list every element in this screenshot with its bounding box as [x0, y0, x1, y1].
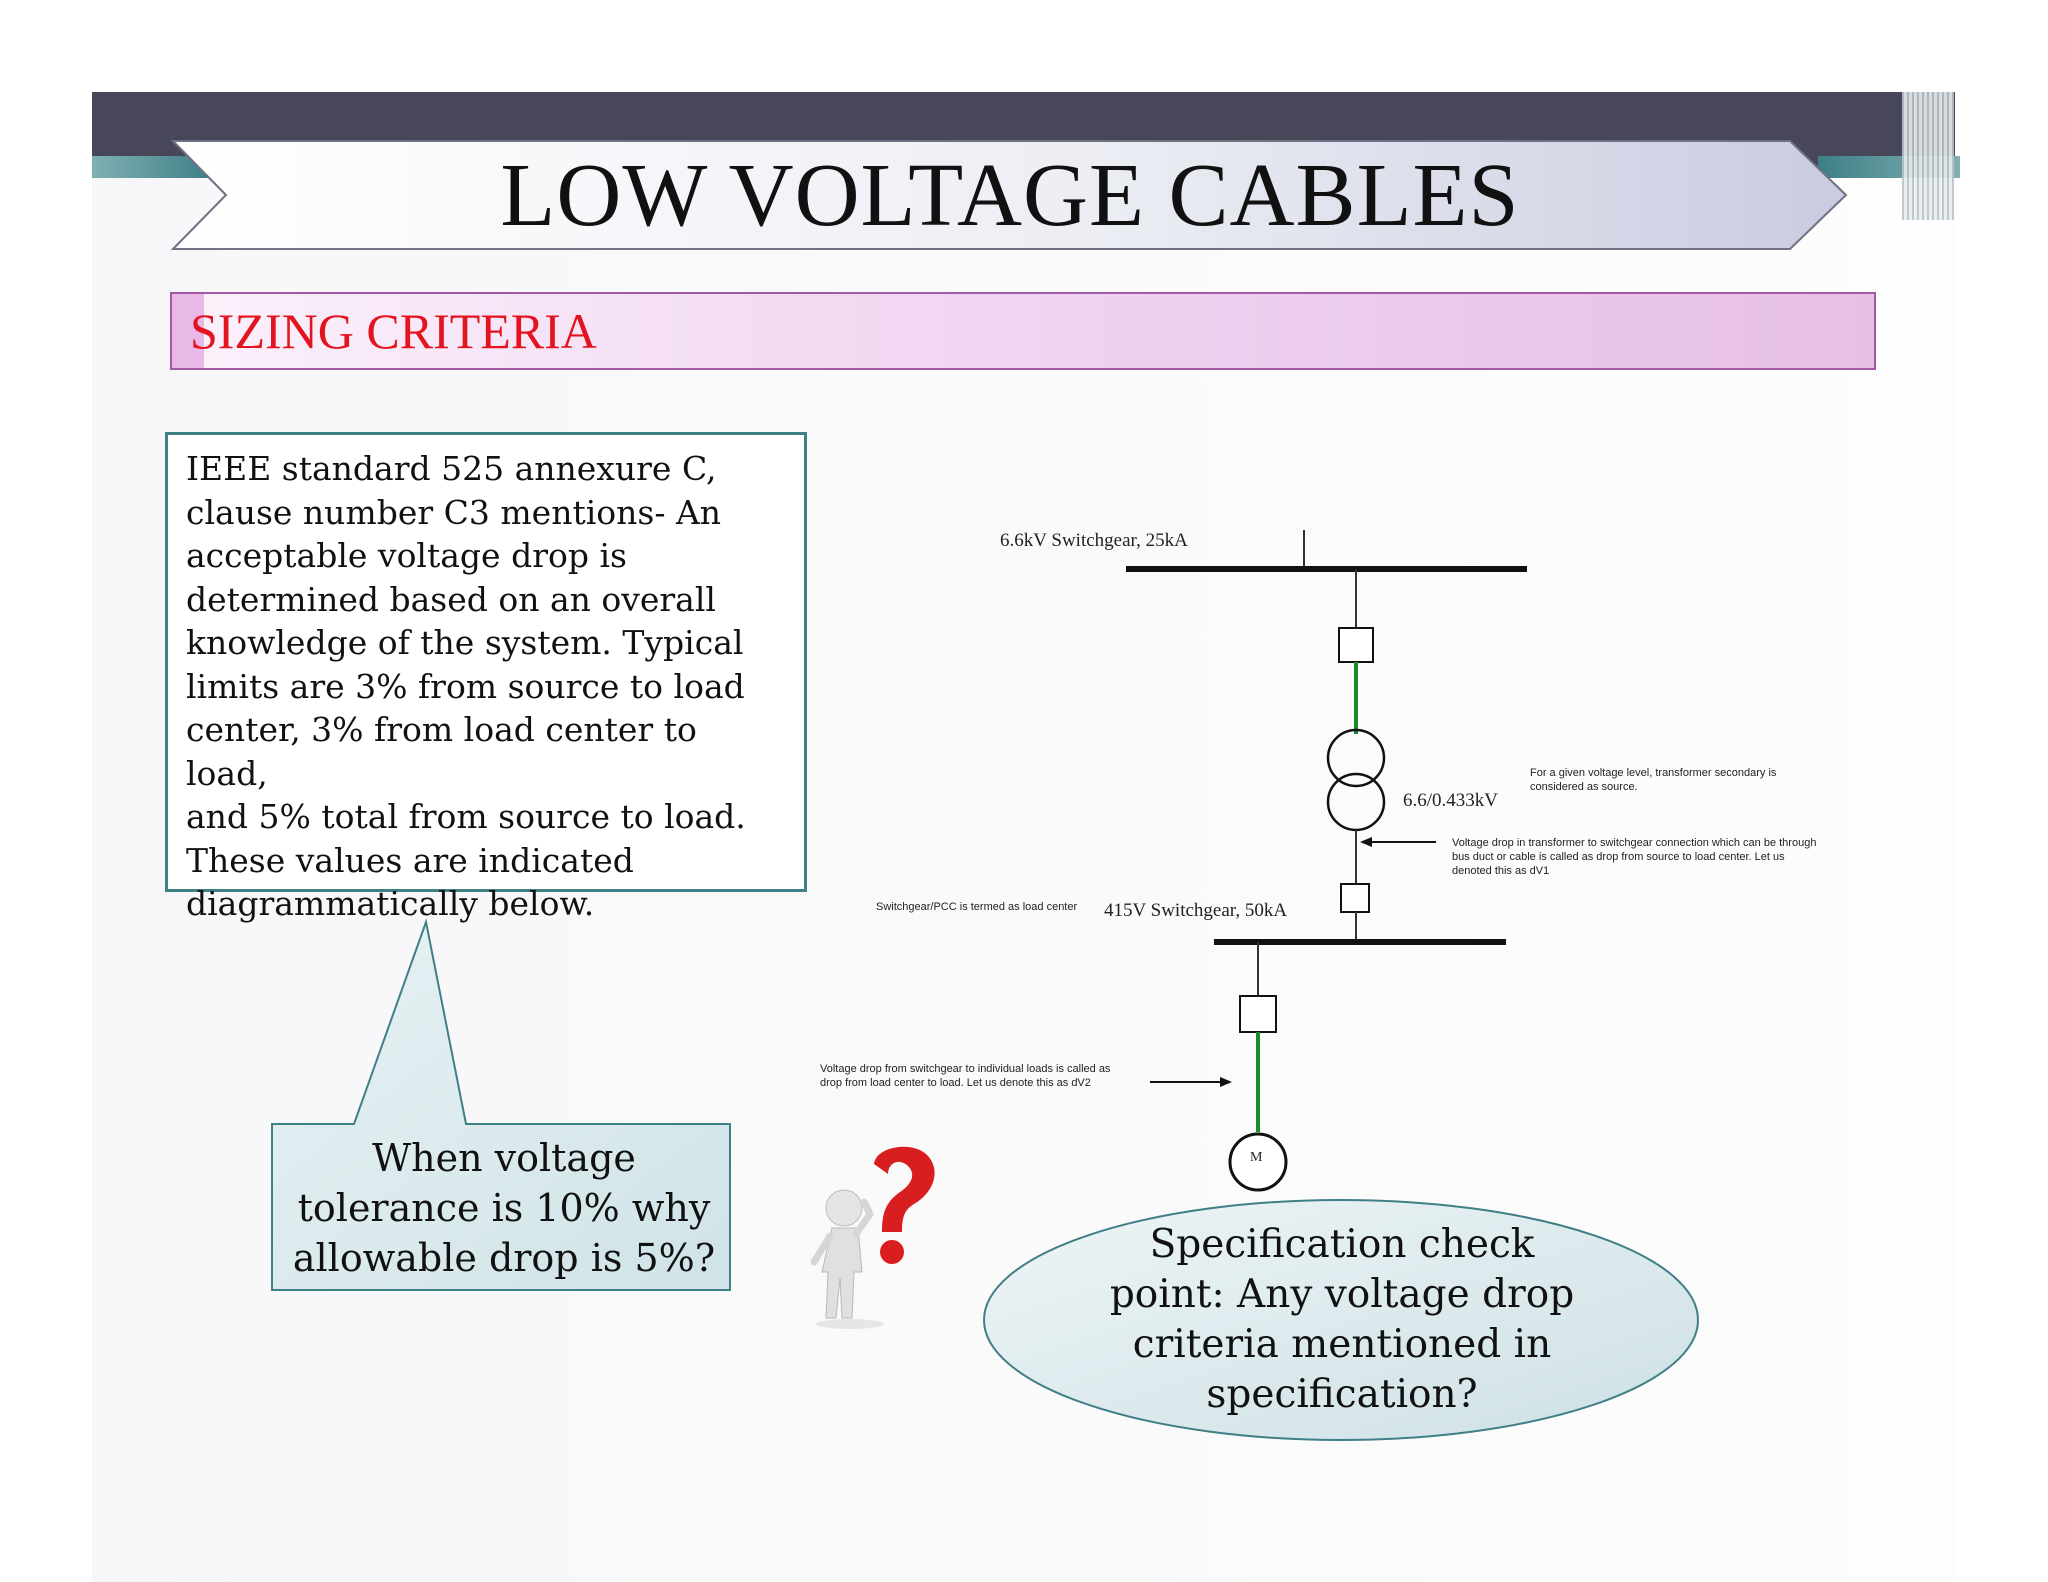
- lv-incomer-breaker-box: [1340, 883, 1370, 913]
- question-callout-shape: [271, 918, 731, 1291]
- dv1-arrow-head: [1360, 837, 1372, 847]
- motor-symbol: [1228, 1132, 1288, 1192]
- single-line-diagram-drawing: [1126, 530, 1527, 1192]
- dv2-note: Voltage drop from switchgear to individu…: [820, 1063, 1111, 1089]
- hv-breaker-box: [1338, 627, 1374, 663]
- header-accent-strip-left: [92, 156, 212, 178]
- load-center-note: Switchgear/PCC is termed as load center: [876, 901, 1078, 913]
- transformer-primary-winding: [1326, 728, 1386, 788]
- motor-label: M: [1250, 1150, 1263, 1165]
- transformer-secondary-winding: [1326, 772, 1386, 832]
- section-header-accent: [172, 294, 204, 368]
- title-arrow-banner: [170, 140, 1848, 250]
- checkpoint-ellipse-shape: [983, 1199, 1699, 1441]
- hv-bus-label: 6.6kV Switchgear, 25kA: [1000, 530, 1188, 551]
- lv-bus-label: 415V Switchgear, 50kA: [1104, 900, 1288, 921]
- specification-checkpoint-text: Specification check point: Any voltage d…: [1109, 1222, 1575, 1417]
- question-callout-text: When voltage tolerance is 10% why allowa…: [292, 1136, 716, 1280]
- lv-feeder-breaker-box: [1239, 995, 1277, 1033]
- section-title: SIZING CRITERIA: [190, 303, 597, 359]
- section-header-bar: [170, 292, 1876, 370]
- header-pattern-decoration: [1902, 92, 1954, 220]
- slide-title: LOW VOLTAGE CABLES: [500, 145, 1520, 245]
- source-note: For a given voltage level, transformer s…: [1530, 767, 1777, 793]
- single-line-diagram: 6.6kV Switchgear, 25kA 6.6/0.433kV For a…: [800, 512, 1860, 1202]
- dv1-note: Voltage drop in transformer to switchgea…: [1452, 837, 1817, 877]
- dv2-arrow-head: [1220, 1077, 1232, 1087]
- ieee-standard-text-box: IEEE standard 525 annexure C, clause num…: [165, 432, 807, 923]
- ieee-standard-text: IEEE standard 525 annexure C, clause num…: [186, 449, 746, 923]
- transformer-rating-label: 6.6/0.433kV: [1403, 790, 1498, 811]
- thinking-person-question-mark-icon: [810, 1146, 935, 1329]
